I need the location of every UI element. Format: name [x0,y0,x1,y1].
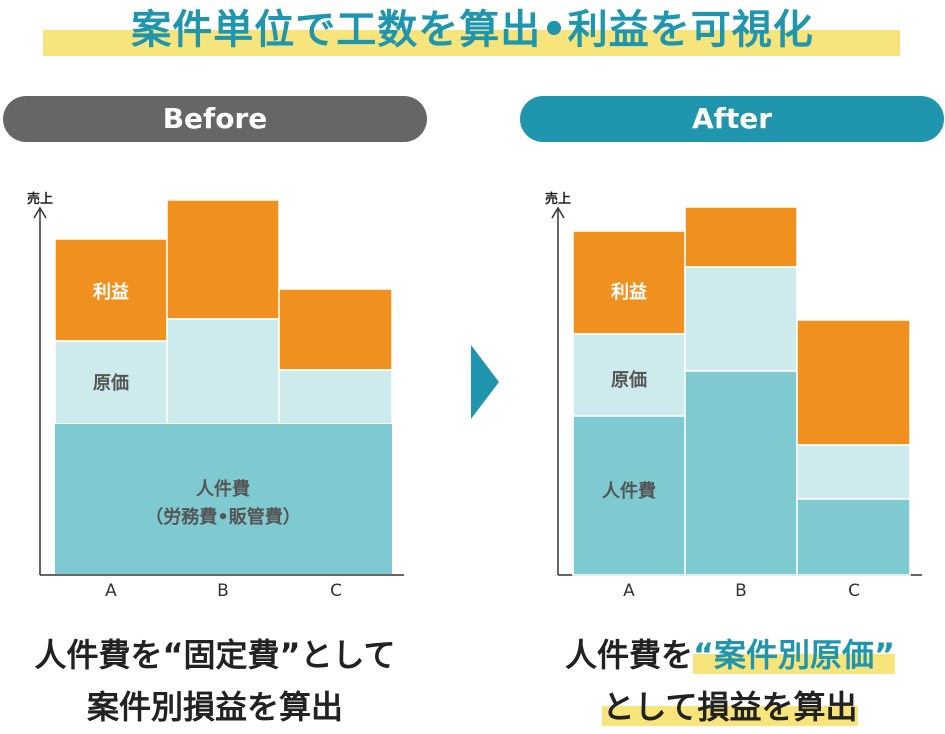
title-highlight [43,30,900,56]
after-caption-text-1b: “案件別原価” [692,636,896,674]
after-labor-label: 人件費 [602,480,656,502]
before-header: Before [3,96,427,142]
before-x-tick-c: C [330,581,342,601]
before-x-tick-b: B [217,581,229,601]
before-caption-line2: 案件別損益を算出 [0,684,430,730]
after-x-tick-c: C [848,581,860,601]
after-caption-line1: 人件費を“案件別原価” [515,632,945,678]
after-caption-line2: として損益を算出 [515,684,945,730]
after-bar-b-cost [684,266,798,372]
after-profit-label: 利益 [611,281,647,303]
after-y-axis-arrow [551,206,565,219]
before-bar-c-profit [278,288,393,371]
after-caption-text-2: として損益を算出 [602,688,858,726]
before-y-axis-label: 売上 [27,191,53,207]
after-header: After [520,96,944,142]
after-chart: 売上 利益 原価 人件費 A B C [545,191,922,601]
after-bar-c-cost [796,444,911,500]
before-caption-text-2: 案件別損益を算出 [86,688,343,726]
after-bar-c-labor [796,498,911,576]
after-bar-c-profit [796,319,911,446]
before-bar-b-cost [166,318,280,425]
after-bar-a-labor [572,415,686,576]
before-bar-b-profit [166,199,280,320]
after-bar-a-cost [572,333,686,417]
after-x-tick-a: A [623,581,635,601]
before-cost-label: 原価 [93,372,129,394]
before-labor-block [55,424,392,574]
before-x-tick-a: A [105,581,117,601]
before-chart: 売上 利益 原価 人件費 （労務費•販管費） A B C [27,191,404,601]
before-y-axis-arrow [33,206,47,219]
before-bar-c-cost [278,369,393,425]
page-title: 案件単位で工数を算出•利益を可視化 [131,7,814,53]
before-labor-label-1: 人件費 [196,478,250,500]
after-x-tick-b: B [735,581,747,601]
after-caption-text-1a: 人件費を [564,636,693,674]
after-bar-b-profit [684,206,798,268]
before-profit-label: 利益 [93,281,129,303]
before-labor-label-2: （労務費•販管費） [145,506,301,528]
arrow-right-icon [471,345,499,419]
after-bar-b-labor [684,370,798,576]
before-caption-text-1: 人件費を“固定費”として [34,636,396,674]
before-caption-line1: 人件費を“固定費”として [0,632,430,678]
after-bar-a-profit [572,230,686,335]
after-y-axis-label: 売上 [545,191,571,207]
after-cost-label: 原価 [611,369,647,391]
